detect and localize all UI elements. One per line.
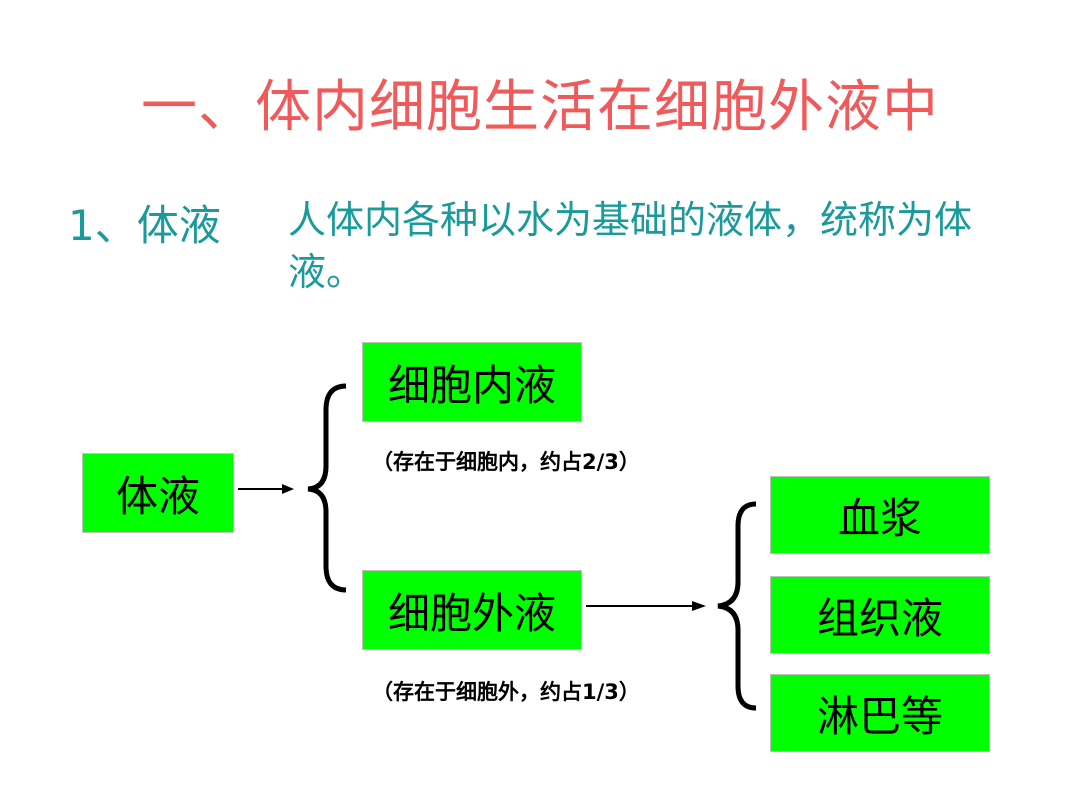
lymph-box: 淋巴等 <box>770 674 990 752</box>
lymph-label: 淋巴等 <box>816 691 943 741</box>
root-box: 体液 <box>82 453 234 533</box>
root-label: 体液 <box>115 471 200 521</box>
extracellular-box: 细胞外液 <box>362 570 582 650</box>
intracellular-note: （存在于细胞内，约占2/3） <box>372 450 640 474</box>
plasma-label: 血浆 <box>837 493 922 543</box>
intracellular-label: 细胞内液 <box>387 360 556 410</box>
extracellular-note: （存在于细胞外，约占1/3） <box>372 680 640 704</box>
plasma-box: 血浆 <box>770 476 990 554</box>
slide-title: 一、体内细胞生活在细胞外液中 <box>141 75 939 140</box>
arrowhead-extracellular <box>692 601 706 611</box>
brace-main <box>307 383 347 593</box>
definition-term: 1、体液 <box>68 201 221 250</box>
tissue-fluid-label: 组织液 <box>816 593 943 643</box>
brace-extracellular <box>717 501 757 711</box>
arrowhead-root <box>282 484 294 494</box>
extracellular-label: 细胞外液 <box>387 588 556 638</box>
definition-text: 人体内各种以水为基础的液体，统称为体液。 <box>288 198 973 294</box>
intracellular-box: 细胞内液 <box>362 342 582 422</box>
tissue-fluid-box: 组织液 <box>770 576 990 654</box>
